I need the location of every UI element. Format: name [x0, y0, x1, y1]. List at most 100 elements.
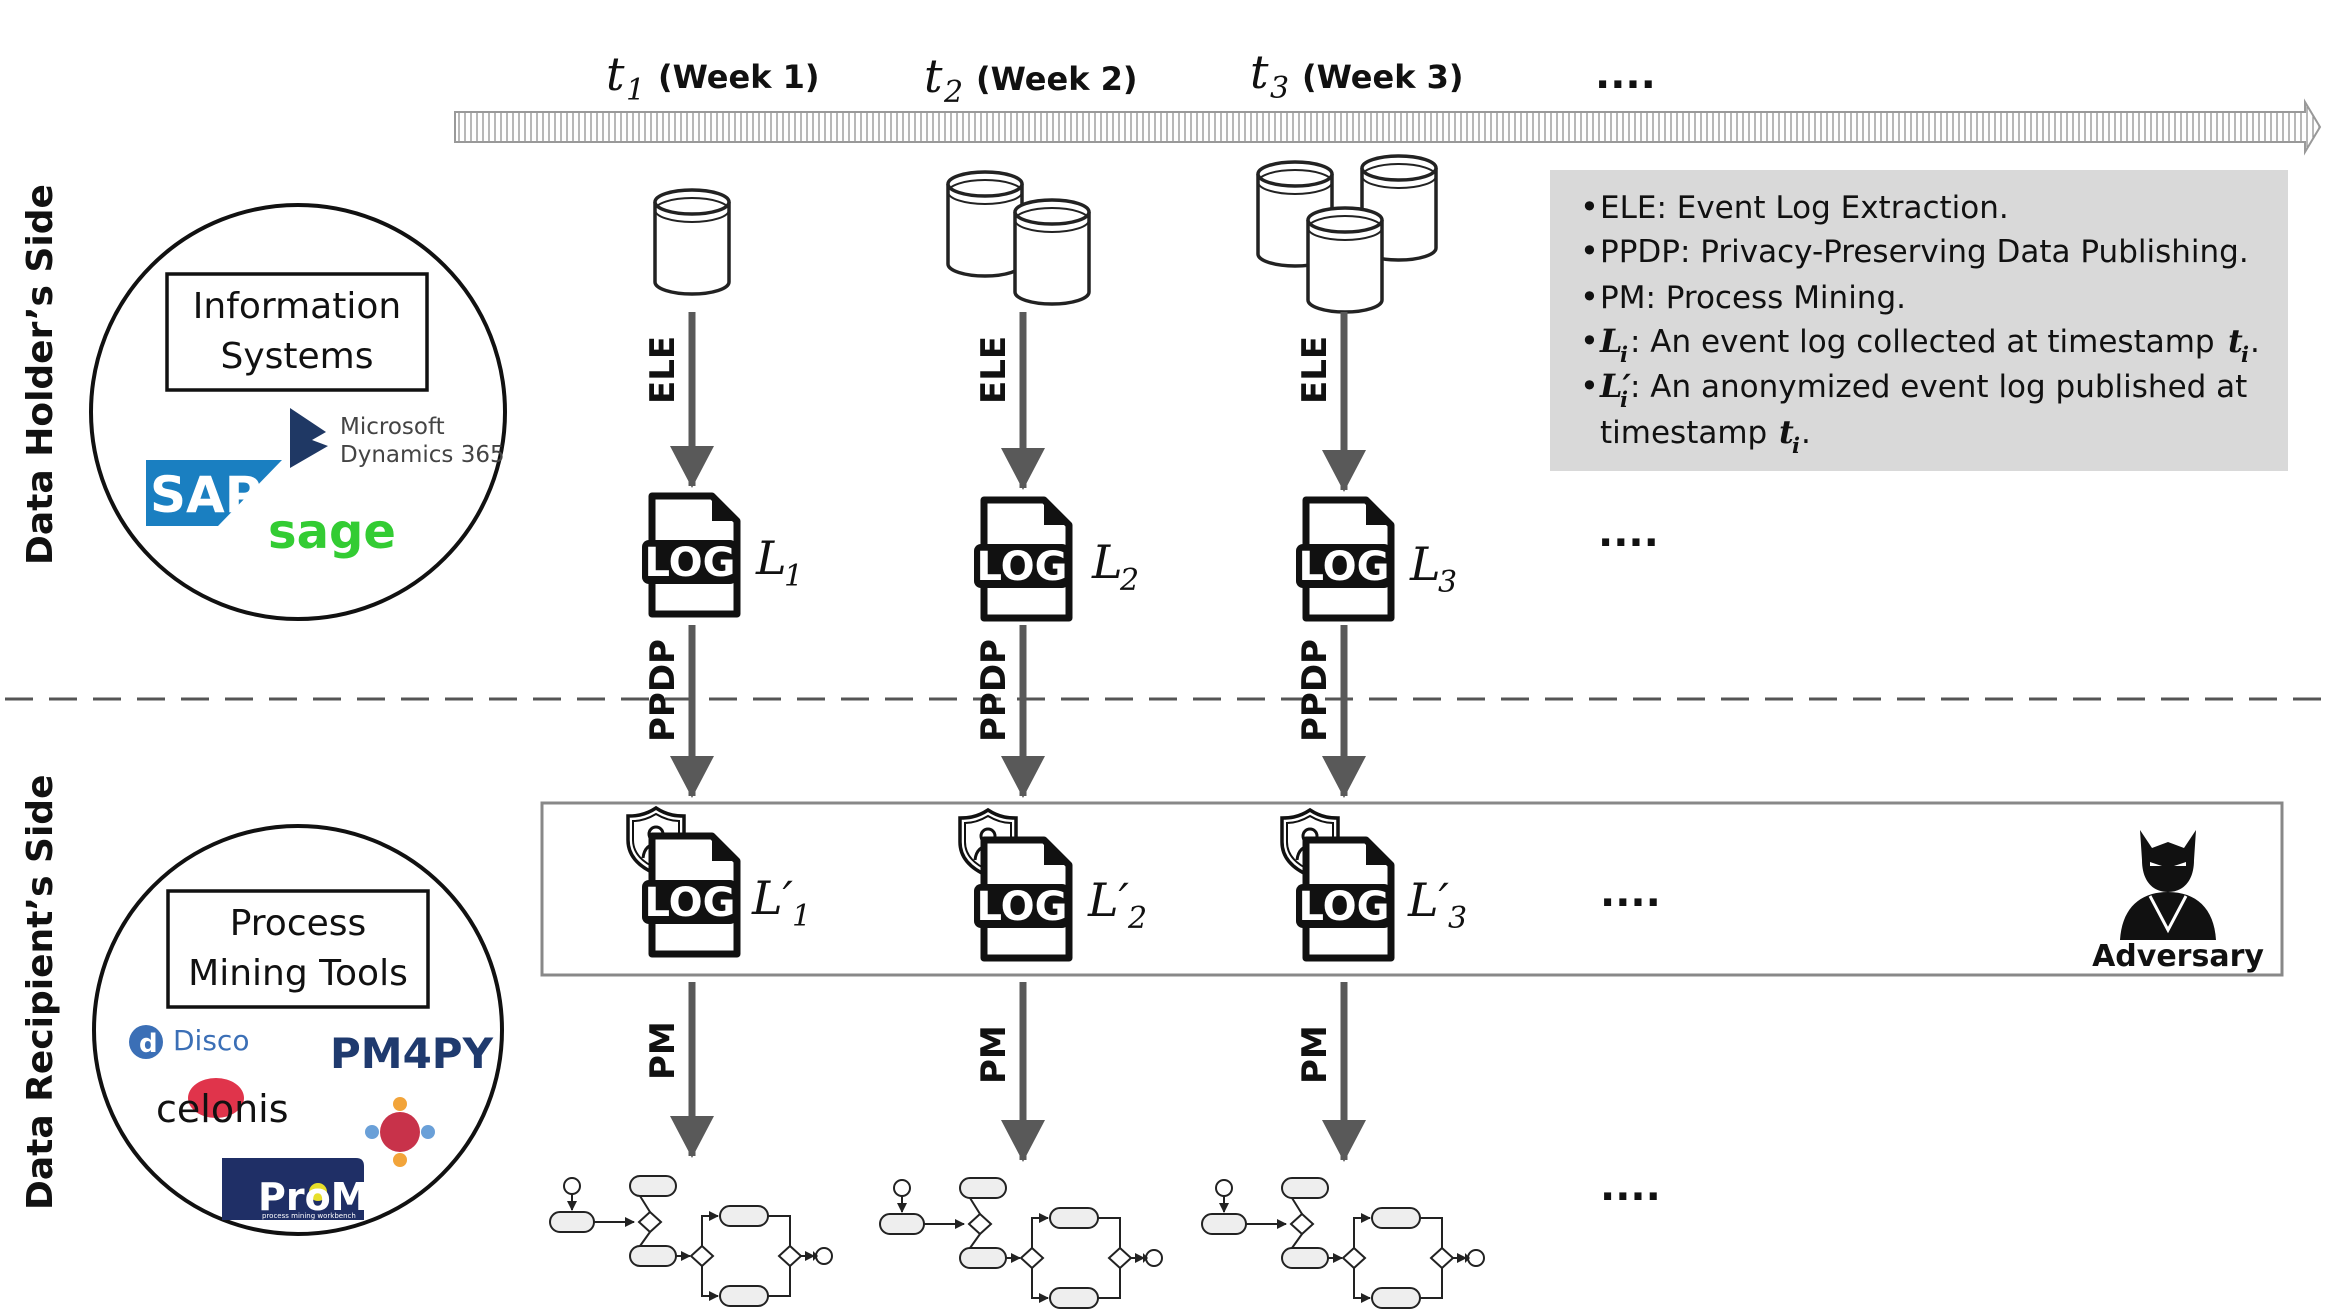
arrows-column-1: [670, 312, 714, 1158]
legend-li-tail-end: .: [2250, 324, 2260, 360]
log-icon-text: LOG: [1299, 544, 1390, 590]
raw-log-var-2: L: [1091, 535, 1123, 589]
anon-log-2: LOG L′ 2: [958, 808, 1147, 958]
arrow-labels: ELE ELE ELE PPDP PPDP PPDP PM PM PM: [643, 336, 1335, 1084]
svg-text:•: •: [1580, 278, 1599, 316]
celonis-label: celonis: [156, 1087, 289, 1131]
process-model-ellipsis: ....: [1600, 1164, 1661, 1210]
week-label-2: (Week 2): [976, 60, 1138, 98]
anon-log-sub-2: 2: [1127, 901, 1147, 936]
anon-log-var-2: L′: [1087, 873, 1130, 927]
database-icon: [1013, 198, 1091, 306]
week-label-1: (Week 1): [658, 58, 820, 96]
disco-logo: d Disco: [129, 1024, 249, 1059]
timeline-step-1: t 1 (Week 1): [606, 47, 820, 108]
legend-li-tail-var: t: [2228, 322, 2243, 360]
legend-lprime-sub: i: [1620, 387, 1628, 412]
disco-icon: [129, 1025, 163, 1059]
sage-logo: sage: [268, 504, 396, 560]
information-systems-box: [165, 272, 429, 392]
week-label-3: (Week 3): [1302, 58, 1464, 96]
dynamics-label: Dynamics 365: [340, 442, 505, 468]
legend-lprime-var: L′: [1599, 367, 1632, 405]
raw-log-sub-2: 2: [1119, 563, 1139, 598]
prom-logo: ProM process mining workbench: [222, 1158, 369, 1220]
celonis-logo: celonis: [156, 1078, 289, 1131]
anon-log-sub-1: 1: [792, 899, 811, 934]
anon-log-3: LOG L′ 3: [1280, 808, 1467, 958]
timeline-step-2: t 2 (Week 2): [924, 49, 1138, 110]
process-mining-tools-box: [166, 889, 430, 1009]
log-icon-text: LOG: [645, 880, 736, 926]
anon-log-sub-3: 3: [1448, 901, 1467, 936]
pm4py-logo: PM4PY: [330, 1029, 494, 1078]
log-icon-text: LOG: [645, 540, 736, 586]
time-var-3: t: [1250, 45, 1269, 99]
svg-text:d: d: [139, 1029, 158, 1059]
pm-tool-icon: [365, 1097, 435, 1167]
adversary-label: Adversary: [2092, 939, 2264, 974]
microsoft-dynamics-logo: Microsoft Dynamics 365: [290, 408, 505, 468]
information-systems-group: Information Systems Microsoft Dynamics 3…: [89, 203, 507, 621]
holder-side-label: Data Holder’s Side: [20, 184, 61, 565]
ele-label-2: ELE: [974, 336, 1014, 404]
prom-sub-label: process mining workbench: [262, 1212, 356, 1220]
ele-label-3: ELE: [1295, 336, 1335, 404]
legend-lprime-text: : An anonymized event log published at: [1630, 369, 2247, 405]
legend-item-ele: • ELE: Event Log Extraction.: [1580, 188, 2009, 226]
legend-text-ele: ELE: Event Log Extraction.: [1600, 190, 2009, 226]
dynamics-icon: [290, 408, 328, 468]
legend-li-text: : An event log collected at timestamp: [1630, 324, 2215, 360]
process-mining-tools-title-1: Process: [230, 903, 367, 944]
raw-log-var-3: L: [1409, 537, 1441, 591]
legend-box: • ELE: Event Log Extraction. • PPDP: Pri…: [1550, 170, 2288, 471]
disco-label: Disco: [173, 1024, 249, 1057]
timeline-step-3: t 3 (Week 3): [1250, 45, 1464, 106]
raw-log-var-1: L: [755, 531, 787, 585]
legend-text-pm: PM: Process Mining.: [1600, 280, 1906, 316]
time-sub-3: 3: [1270, 71, 1289, 106]
database-week-1: [653, 188, 731, 296]
pm-label-2: PM: [974, 1025, 1014, 1084]
pm-label-3: PM: [1295, 1025, 1335, 1084]
raw-log-sub-1: 1: [784, 559, 803, 594]
ppdp-label-2: PPDP: [974, 639, 1014, 742]
time-sub-1: 1: [626, 73, 645, 108]
microsoft-label: Microsoft: [340, 414, 445, 440]
log-icon-text: LOG: [977, 544, 1068, 590]
process-model-3: [1202, 1178, 1484, 1308]
legend-item-lprime: • L′ i : An anonymized event log publish…: [1580, 367, 2247, 458]
recipient-side-label: Data Recipient’s Side: [20, 775, 61, 1210]
anon-log-1: LOG L′ 1: [626, 806, 811, 954]
information-systems-title-1: Information: [193, 286, 401, 327]
anon-log-ellipsis: ....: [1600, 870, 1661, 916]
svg-text:•: •: [1580, 188, 1599, 226]
prom-label: ProM: [258, 1175, 369, 1219]
process-model-2: [880, 1178, 1162, 1308]
legend-lprime-line2: timestamp: [1600, 415, 1767, 451]
process-mining-tools-title-2: Mining Tools: [188, 953, 408, 994]
adversary: Adversary: [2092, 830, 2264, 974]
legend-li-sub: i: [1620, 342, 1628, 367]
legend-lprime-tail-sub: i: [1792, 433, 1800, 458]
celonis-icon: [188, 1078, 244, 1118]
adversary-icon: [2120, 830, 2216, 940]
information-systems-title-2: Systems: [221, 336, 374, 377]
anon-log-var-1: L′: [751, 871, 794, 925]
legend-item-li: • L i : An event log collected at timest…: [1580, 322, 2260, 367]
svg-text:•: •: [1580, 322, 1599, 360]
legend-item-ppdp: • PPDP: Privacy-Preserving Data Publishi…: [1580, 232, 2249, 270]
database-icon: [946, 170, 1024, 278]
legend-text-ppdp: PPDP: Privacy-Preserving Data Publishing…: [1600, 234, 2249, 270]
time-var-1: t: [606, 47, 625, 101]
legend-li-tail-sub: i: [2241, 342, 2249, 367]
legend-lprime-tail-end: .: [1801, 415, 1811, 451]
ele-label-1: ELE: [643, 336, 683, 404]
timeline-arrow: [454, 98, 2322, 156]
time-sub-2: 2: [943, 75, 963, 110]
timeline-labels: t 1 (Week 1) t 2 (Week 2) t 3 (Week 3) .…: [606, 45, 1656, 110]
raw-log-2: LOG L 2: [974, 500, 1139, 618]
legend-lprime-tail-var: t: [1779, 413, 1794, 451]
ppdp-label-3: PPDP: [1295, 639, 1335, 742]
